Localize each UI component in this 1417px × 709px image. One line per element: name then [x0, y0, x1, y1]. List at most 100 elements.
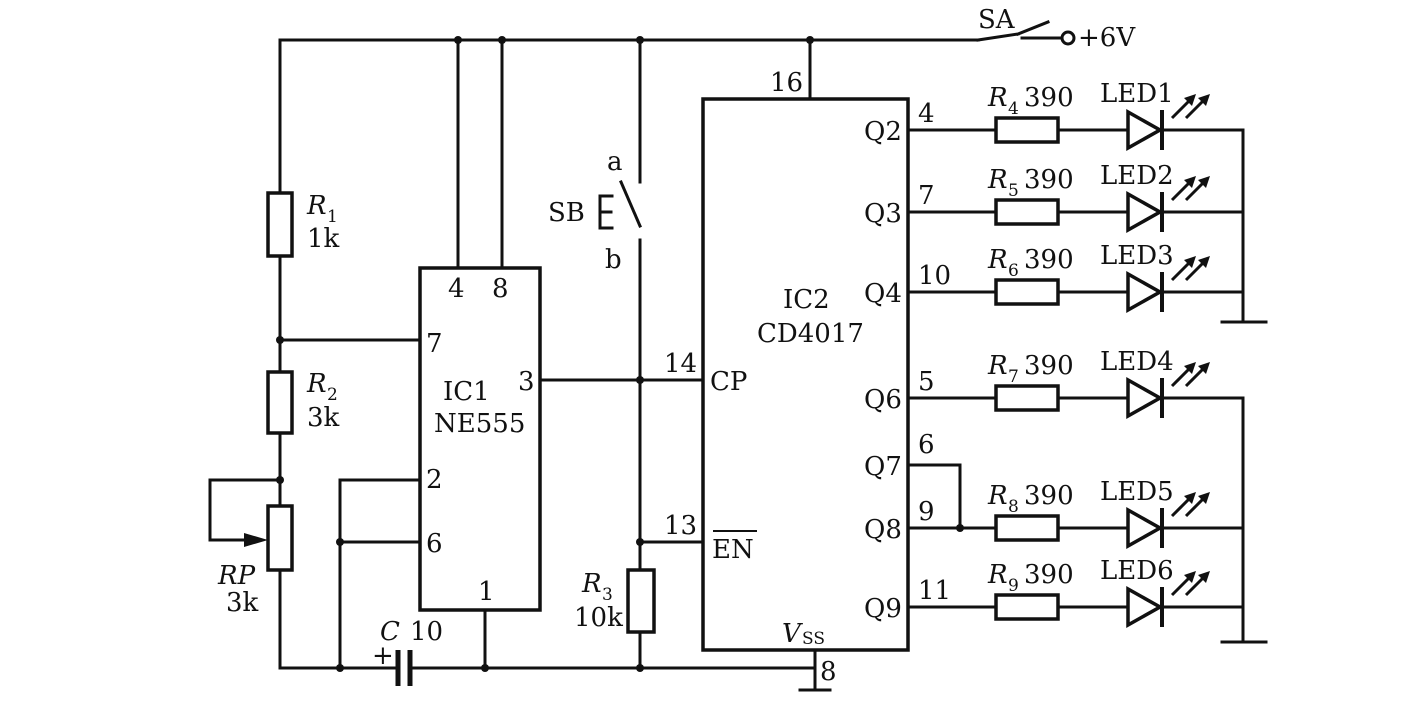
r8-letter: R: [987, 481, 1008, 511]
ic1-pin-8: 8: [492, 274, 509, 304]
rp-value: 3k: [226, 588, 259, 618]
q7-pin: 6: [918, 430, 935, 460]
supply-terminal: [1060, 30, 1076, 46]
ic2-vss-subscript: SS: [802, 629, 825, 649]
ic1-pin-1: 1: [478, 577, 495, 607]
wires: [208, 20, 1268, 692]
led4-label: LED4: [1100, 347, 1174, 377]
r3-resistor: [626, 568, 656, 634]
r1-letter: R: [306, 191, 327, 221]
r5-letter: R: [987, 165, 1008, 195]
led3-diode-icon: [1126, 271, 1164, 313]
led1-light-arrowhead-2: [1198, 94, 1210, 106]
led1-diode-icon: [1126, 109, 1164, 151]
output-q8-pin: 9: [918, 497, 935, 527]
ic2-pin-14: 14: [664, 349, 697, 379]
supply-voltage-label: +6V: [1078, 23, 1136, 53]
rp-name: RP: [217, 561, 256, 591]
led2-light-arrowhead-1: [1184, 176, 1196, 188]
r2-subscript: 2: [327, 385, 338, 405]
ic1-name: IC1: [443, 377, 490, 407]
r7-resistor: [994, 384, 1060, 412]
r8-resistor: [994, 514, 1060, 542]
r7-letter: R: [987, 351, 1008, 381]
r4-value: 390: [1024, 83, 1074, 113]
led4-light-arrowhead-1: [1184, 362, 1196, 374]
r3-value: 10k: [574, 603, 623, 633]
r7-subscript: 7: [1008, 367, 1019, 387]
r4-resistor: [994, 116, 1060, 144]
r8-value: 390: [1024, 481, 1074, 511]
sa-label: SA: [978, 5, 1016, 35]
ic2-body: [701, 97, 910, 652]
ic2-pin-8: 8: [820, 657, 837, 687]
led1-light-arrowhead-1: [1184, 94, 1196, 106]
sb-switch-blade: [619, 180, 642, 228]
ic2-vss-label: V: [782, 619, 803, 649]
led5-light-arrowhead-2: [1198, 492, 1210, 504]
ic2-name: IC2: [783, 285, 830, 315]
sb-contact-b: b: [605, 245, 622, 275]
r6-value: 390: [1024, 245, 1074, 275]
led2-diode-icon: [1126, 191, 1164, 233]
r5-value: 390: [1024, 165, 1074, 195]
led2-label: LED2: [1100, 161, 1174, 191]
r9-subscript: 9: [1008, 576, 1019, 596]
ic1-pin-2: 2: [426, 465, 443, 495]
r5-resistor: [994, 198, 1060, 226]
ic1-part: NE555: [434, 409, 525, 439]
led6-light-arrowhead-2: [1198, 571, 1210, 583]
led3-light-arrowhead-2: [1198, 256, 1210, 268]
output-q4-label: Q4: [864, 279, 902, 309]
r1-subscript: 1: [327, 207, 338, 227]
r4-letter: R: [987, 83, 1008, 113]
sb-button-bracket: [598, 194, 614, 230]
r9-resistor: [994, 593, 1060, 621]
r6-letter: R: [987, 245, 1008, 275]
ic2-part: CD4017: [757, 319, 864, 349]
r3-letter: R: [581, 569, 602, 599]
r9-value: 390: [1024, 560, 1074, 590]
led5-diode-icon: [1126, 507, 1164, 549]
led6-label: LED6: [1100, 556, 1174, 586]
r2-letter: R: [306, 369, 327, 399]
sa-switch-lever: [976, 20, 1050, 42]
rp-wiper-arrow: [244, 533, 268, 547]
r2-resistor: [266, 370, 294, 435]
cap-value: 10: [410, 617, 443, 647]
r3-subscript: 3: [602, 585, 613, 605]
ic1-pin-4: 4: [448, 274, 465, 304]
led4-light-arrowhead-2: [1198, 362, 1210, 374]
led3-label: LED3: [1100, 241, 1174, 271]
output-q3-pin: 7: [918, 181, 935, 211]
rp-potentiometer: [266, 504, 294, 572]
output-q2-label: Q2: [864, 117, 902, 147]
cap-polarity: +: [372, 641, 394, 671]
output-q9-pin: 11: [918, 576, 951, 606]
r5-subscript: 5: [1008, 181, 1019, 201]
led6-light-arrowhead-1: [1184, 571, 1196, 583]
output-q8-label: Q8: [864, 515, 902, 545]
r1-resistor: [266, 191, 294, 258]
r9-letter: R: [987, 560, 1008, 590]
ic1-pin-6: 6: [426, 529, 443, 559]
output-q6-label: Q6: [864, 385, 902, 415]
ic2-pin-16: 16: [770, 68, 803, 98]
r7-value: 390: [1024, 351, 1074, 381]
ic1-pin-7: 7: [426, 329, 443, 359]
capacitor-c: [395, 650, 413, 686]
output-q9-label: Q9: [864, 594, 902, 624]
led1-label: LED1: [1100, 79, 1174, 109]
q7-label: Q7: [864, 452, 902, 482]
ic2-en-label: EN: [712, 535, 754, 565]
led2-light-arrowhead-2: [1198, 176, 1210, 188]
r4-subscript: 4: [1008, 99, 1019, 119]
sb-name: SB: [548, 198, 585, 228]
ic1-pin-3: 3: [518, 367, 535, 397]
cap-name: C: [380, 617, 400, 647]
r6-resistor: [994, 278, 1060, 306]
led5-label: LED5: [1100, 477, 1174, 507]
led5-light-arrowhead-1: [1184, 492, 1196, 504]
output-q4-pin: 10: [918, 261, 951, 291]
